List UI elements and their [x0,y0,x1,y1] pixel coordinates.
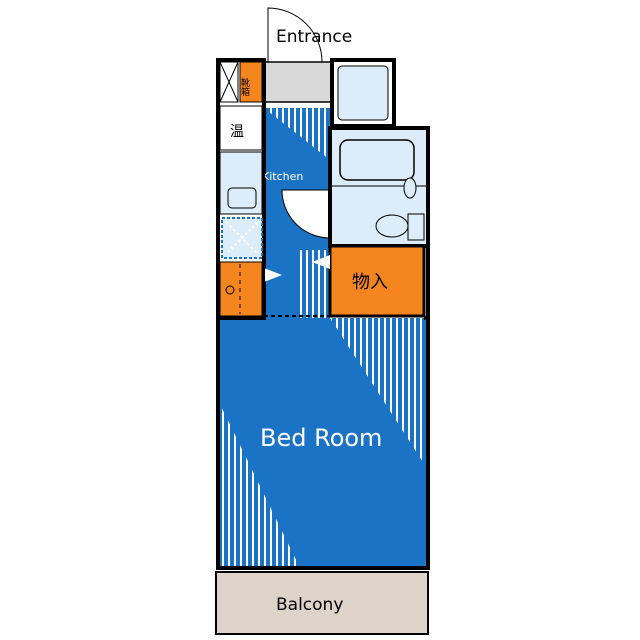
balcony-label: Balcony [276,595,343,615]
entrance-door-swing [267,7,323,63]
storage-label: 物入 [352,272,388,293]
bath-door-swing [281,189,331,239]
kitchen-label: Kitchen [262,170,303,183]
closet [219,261,263,317]
bathtub-icon [339,139,415,181]
toilet-bowl-icon [375,214,409,238]
closet-hanger-icon [225,285,235,295]
balcony [215,571,429,635]
entrance-label: Entrance [276,27,352,47]
shoe-box [239,61,263,103]
storage [328,244,426,318]
bedroom-label: Bed Room [260,424,382,452]
entrance-floor [263,61,333,103]
sink-icon [227,187,257,209]
door-marker [264,268,282,282]
shoe-box-label: 靴箱 [239,77,250,97]
washer-pan-icon [337,65,389,121]
toilet-tank-icon [407,213,425,241]
basin-icon [403,177,417,199]
water-heater-label: 温 [230,124,244,140]
water-heater [219,105,263,151]
storage-door-marker [312,255,330,269]
